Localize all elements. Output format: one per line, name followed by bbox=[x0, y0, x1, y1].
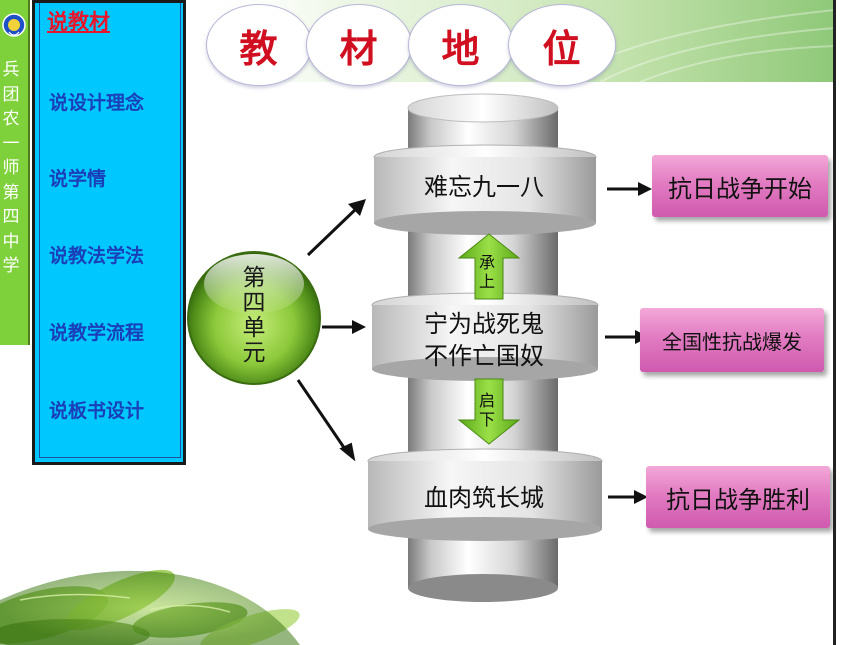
nav-panel-frame bbox=[39, 3, 181, 458]
title-char: 材 bbox=[339, 25, 379, 71]
connector-char: 上 bbox=[479, 272, 496, 291]
unit-label: 第 四 单 元 bbox=[236, 266, 272, 366]
nav-panel: 说教材 说设计理念 说学情 说教法学法 说教学流程 说板书设计 bbox=[32, 0, 186, 465]
school-name-char: 第 bbox=[2, 182, 20, 203]
connector-char: 启 bbox=[479, 391, 496, 410]
nav-item-student-analysis[interactable]: 说学情 bbox=[49, 168, 107, 190]
title-char: 地 bbox=[441, 25, 481, 71]
nav-item-textbook[interactable]: 说教材 bbox=[47, 10, 110, 34]
leaves-decoration-icon bbox=[0, 569, 300, 645]
nav-item-board-design[interactable]: 说板书设计 bbox=[49, 400, 145, 422]
connector-label-up: 承 上 bbox=[479, 253, 495, 291]
branch-arrows bbox=[296, 199, 366, 462]
school-name-char: 一 bbox=[2, 133, 20, 154]
nav-item-design-concept[interactable]: 说设计理念 bbox=[49, 92, 145, 114]
outcome-box-mid: 全国性抗战爆发 bbox=[640, 308, 824, 372]
school-name-char: 学 bbox=[2, 256, 20, 276]
school-name-char: 师 bbox=[2, 158, 20, 178]
school-name-char: 中 bbox=[2, 231, 20, 252]
school-logo-icon bbox=[2, 13, 26, 37]
unit-sphere bbox=[187, 251, 321, 385]
unit-char: 四 bbox=[242, 290, 266, 316]
down-arrow-icon bbox=[457, 378, 521, 445]
lesson-label-mid-line2: 不作亡国奴 bbox=[424, 342, 544, 370]
outcome-box-top: 抗日战争开始 bbox=[652, 155, 828, 217]
outcome-box-bottom: 抗日战争胜利 bbox=[646, 466, 830, 528]
title-pill: 地 bbox=[408, 4, 514, 86]
school-name-char: 团 bbox=[2, 84, 20, 105]
lesson-label-top: 难忘九一八 bbox=[424, 173, 544, 201]
connector-char: 承 bbox=[479, 253, 496, 272]
school-name: 兵 团 农 一 师 第 四 中 学 bbox=[0, 58, 22, 279]
unit-char: 单 bbox=[242, 315, 266, 341]
connector-char: 下 bbox=[479, 410, 496, 429]
title-char: 位 bbox=[542, 25, 582, 71]
unit-char: 第 bbox=[242, 265, 266, 291]
slide-right-border bbox=[833, 0, 836, 645]
up-arrow-icon bbox=[457, 233, 521, 300]
title-char: 教 bbox=[239, 25, 279, 71]
school-name-char: 四 bbox=[2, 207, 20, 227]
unit-char: 元 bbox=[242, 340, 266, 366]
school-name-char: 兵 bbox=[2, 60, 20, 80]
connector-label-down: 启 下 bbox=[479, 391, 495, 429]
lesson-label-mid-line1: 宁为战死鬼 bbox=[424, 310, 544, 338]
school-name-char: 农 bbox=[2, 109, 20, 129]
stacked-cylinder-column bbox=[367, 93, 603, 602]
nav-item-teaching-methods[interactable]: 说教法学法 bbox=[49, 245, 145, 267]
title-pill: 教 bbox=[206, 4, 312, 86]
nav-item-teaching-process[interactable]: 说教学流程 bbox=[49, 322, 145, 344]
title-pill: 材 bbox=[306, 4, 412, 86]
title-pill: 位 bbox=[508, 4, 616, 86]
lesson-label-bottom: 血肉筑长城 bbox=[424, 484, 544, 512]
school-strip: 兵 团 农 一 师 第 四 中 学 bbox=[0, 0, 30, 345]
